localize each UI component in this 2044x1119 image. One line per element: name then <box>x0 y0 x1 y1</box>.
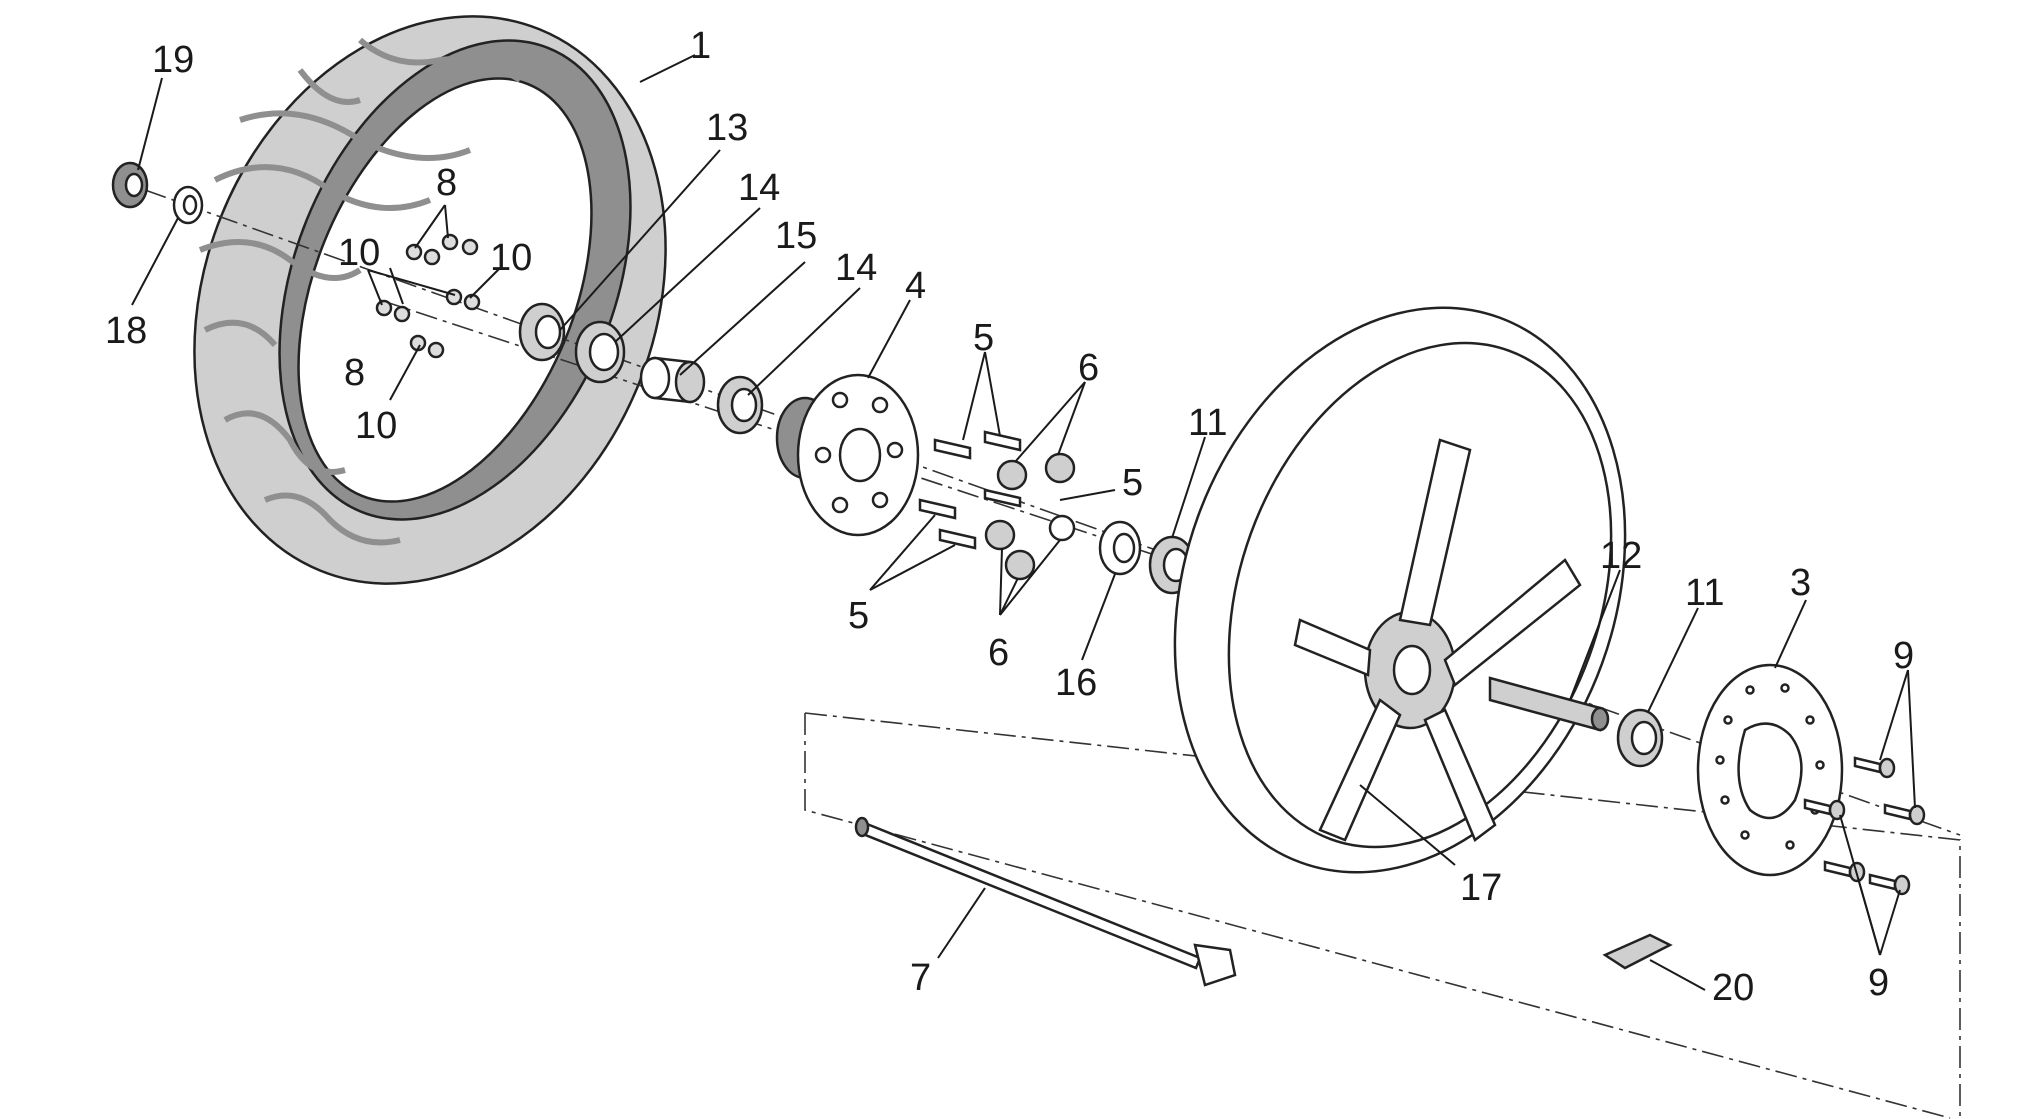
callout-12: 12 <box>1600 535 1642 577</box>
part-15-spacer <box>639 356 706 404</box>
callout-10a: 10 <box>338 232 380 274</box>
callout-5b: 5 <box>1122 462 1143 504</box>
part-13-bearing <box>518 302 566 362</box>
part-20-weight <box>1602 933 1673 970</box>
callout-16: 16 <box>1055 662 1097 704</box>
tire <box>193 15 667 585</box>
parts-6-dampers <box>984 452 1076 581</box>
callout-7: 7 <box>910 957 931 999</box>
callout-8a: 8 <box>436 162 457 204</box>
parts-5-studs <box>918 430 1022 550</box>
callout-14a: 14 <box>738 167 780 209</box>
part-18-washer <box>172 185 204 225</box>
callout-11a: 11 <box>1188 402 1227 444</box>
callout-14b: 14 <box>835 247 877 289</box>
callout-labels: 1 3 4 5 5 5 6 6 7 8 8 9 9 10 10 10 11 11… <box>105 25 1914 1009</box>
part-rim <box>1173 306 1627 874</box>
parts-8-10-small <box>375 233 481 359</box>
part-14-seal-a <box>574 320 626 384</box>
part-7-axle <box>854 816 1237 987</box>
callout-18: 18 <box>105 310 147 352</box>
callout-5c: 5 <box>848 595 869 637</box>
leader-lines <box>131 54 1916 991</box>
callout-10b: 10 <box>490 237 532 279</box>
callout-6b: 6 <box>988 632 1009 674</box>
callout-19: 19 <box>152 39 194 81</box>
part-4-carrier <box>775 373 920 537</box>
callout-4: 4 <box>905 265 926 307</box>
callout-8b: 8 <box>344 352 365 394</box>
callout-9b: 9 <box>1868 962 1889 1004</box>
part-12-spacer <box>1488 676 1610 732</box>
callout-11b: 11 <box>1685 572 1724 614</box>
callout-15: 15 <box>775 215 817 257</box>
part-16-seal <box>1098 520 1142 576</box>
part-11-bearing-b <box>1616 708 1664 768</box>
callout-20: 20 <box>1712 967 1754 1009</box>
callout-17: 17 <box>1460 867 1502 909</box>
callout-10c: 10 <box>355 405 397 447</box>
callout-6a: 6 <box>1078 347 1099 389</box>
part-14-seal-b <box>716 375 764 435</box>
callout-5a: 5 <box>973 317 994 359</box>
callout-1: 1 <box>690 25 711 67</box>
callout-9a: 9 <box>1893 635 1914 677</box>
callout-13: 13 <box>706 107 748 149</box>
part-3-brake-disc <box>1696 663 1844 877</box>
callout-3: 3 <box>1790 562 1811 604</box>
part-19-nut <box>111 161 149 209</box>
